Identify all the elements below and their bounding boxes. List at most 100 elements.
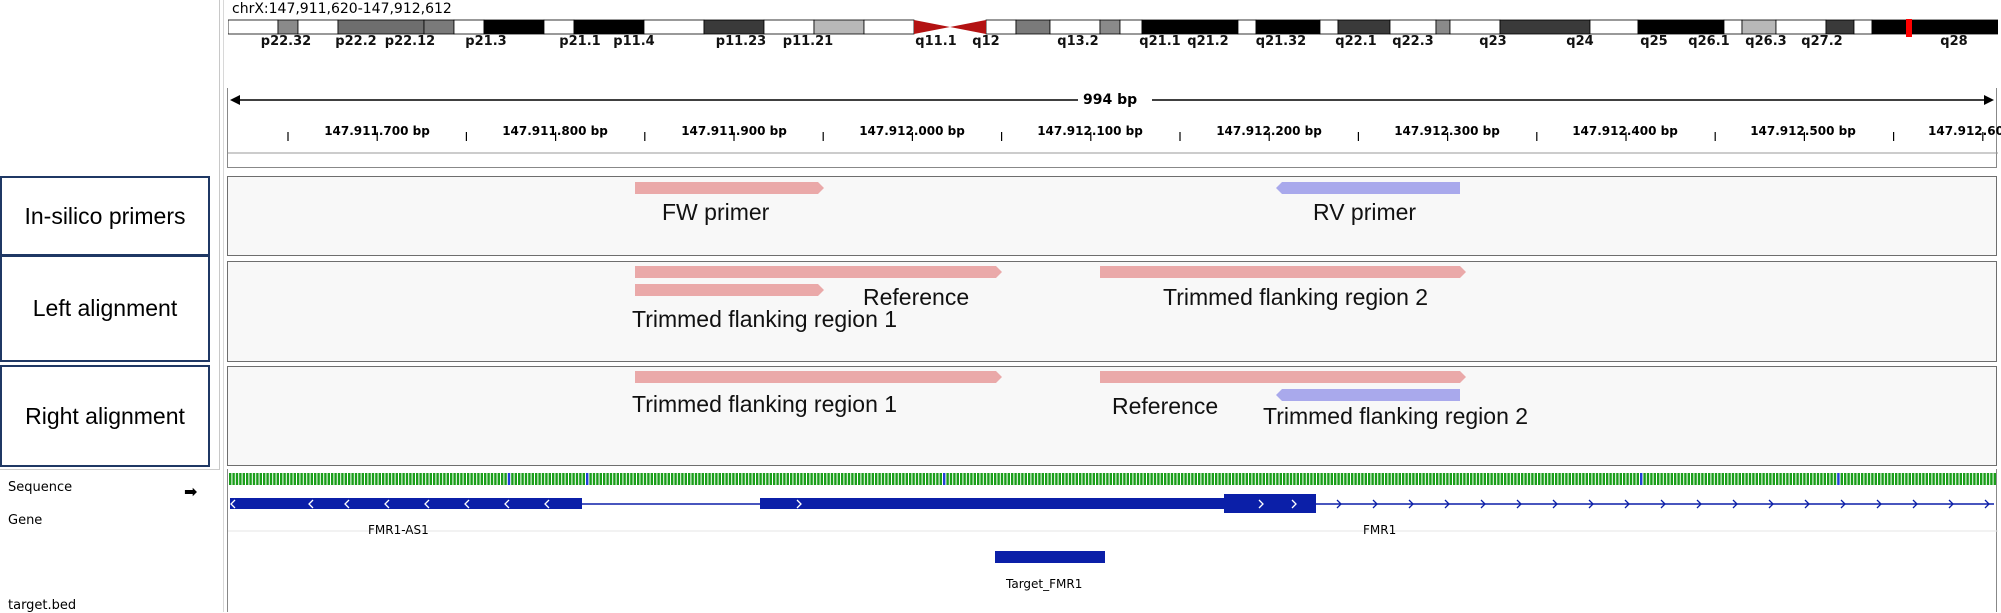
sequence-base xyxy=(657,473,660,485)
chromosome-ideogram[interactable] xyxy=(227,19,1999,37)
sequence-base xyxy=(895,473,898,485)
sequence-base xyxy=(246,473,249,485)
sequence-base xyxy=(800,473,803,485)
sequence-base xyxy=(1830,473,1833,485)
sequence-base xyxy=(586,473,589,485)
sequence-base xyxy=(1796,473,1799,485)
sequence-base xyxy=(1534,473,1537,485)
sequence-base xyxy=(1143,473,1146,485)
centromere-marker xyxy=(914,20,986,34)
sequence-base xyxy=(1881,473,1884,485)
ideogram-band-block xyxy=(573,19,645,35)
sequence-base xyxy=(358,473,361,485)
sequence-base xyxy=(259,473,262,485)
sequence-base xyxy=(314,473,317,485)
sequence-base xyxy=(1833,473,1837,485)
strand-chevron xyxy=(1372,499,1378,509)
bed-track-name[interactable]: target.bed xyxy=(8,598,77,613)
sequence-base xyxy=(990,473,993,485)
strand-arrow-icon[interactable]: ➡ xyxy=(184,482,198,501)
sequence-base xyxy=(1296,473,1299,485)
sequence-base xyxy=(1334,473,1337,485)
ruler-tick-label: 147.911.700 bp xyxy=(324,124,430,138)
ideogram-band-block xyxy=(1853,19,1873,35)
sequence-base xyxy=(1119,473,1123,485)
sequence-base xyxy=(1181,473,1184,485)
sequence-base xyxy=(1439,473,1442,485)
ruler-tick-label: 147.912.000 bp xyxy=(859,124,965,138)
sequence-base xyxy=(1541,473,1544,485)
sequence-base xyxy=(854,473,857,485)
strand-chevron xyxy=(544,499,550,509)
sequence-base xyxy=(626,473,630,485)
sequence-track[interactable] xyxy=(228,473,1998,485)
sequence-base xyxy=(242,473,245,485)
sequence-base xyxy=(837,473,840,485)
sequence-base xyxy=(286,473,290,485)
sequence-base xyxy=(1684,473,1687,485)
sequence-base xyxy=(926,473,929,485)
sequence-base xyxy=(269,473,273,485)
sequence-base xyxy=(1340,473,1344,485)
left-panel-divider[interactable] xyxy=(219,0,220,612)
sequence-base xyxy=(694,473,698,485)
sequence-base xyxy=(1364,473,1367,485)
sequence-base xyxy=(1034,473,1038,485)
sequence-base xyxy=(1157,473,1160,485)
sequence-base xyxy=(1548,473,1551,485)
strand-chevron xyxy=(1624,499,1630,509)
left-alignment-track[interactable]: Reference Trimmed flanking region 1 Trim… xyxy=(227,261,1997,362)
sequence-base xyxy=(1983,473,1986,485)
target-fmr1-feature[interactable] xyxy=(995,551,1105,563)
sequence-base xyxy=(844,473,847,485)
sequence-base xyxy=(409,473,412,485)
sequence-base xyxy=(1289,473,1293,485)
strand-chevron xyxy=(1804,499,1810,509)
sequence-base xyxy=(558,473,562,485)
sequence-base xyxy=(966,473,970,485)
ideogram-band-label: p11.23 xyxy=(715,34,767,49)
ideogram-band-label: q24 xyxy=(1566,34,1594,49)
sequence-base xyxy=(1510,473,1514,485)
sequence-base xyxy=(1745,473,1748,485)
sequence-base xyxy=(1483,473,1486,485)
sequence-track-name[interactable]: Sequence xyxy=(8,480,73,495)
ideogram-band-label: q26.3 xyxy=(1745,34,1787,49)
sequence-base xyxy=(1276,473,1279,485)
target-fmr1-label: Target_FMR1 xyxy=(1006,577,1083,591)
sequence-base xyxy=(878,473,881,485)
ideogram-band-block xyxy=(1119,19,1143,35)
right-alignment-graphic xyxy=(635,371,1466,401)
sequence-base xyxy=(830,473,834,485)
sequence-base xyxy=(361,473,364,485)
sequence-base xyxy=(1626,473,1629,485)
sequence-base xyxy=(504,473,507,485)
sequence-base xyxy=(1436,473,1439,485)
sequence-base xyxy=(936,473,939,485)
gene-track[interactable] xyxy=(228,489,1998,549)
sequence-base xyxy=(1466,473,1469,485)
sequence-base xyxy=(579,473,582,485)
sequence-base xyxy=(1939,473,1942,485)
strand-chevron xyxy=(1258,499,1264,509)
sequence-base xyxy=(293,473,296,485)
primers-track[interactable]: FW primer RV primer xyxy=(227,176,1997,256)
sequence-base xyxy=(1259,473,1262,485)
gene-track-name[interactable]: Gene xyxy=(8,513,43,528)
sequence-base xyxy=(609,473,613,485)
sequence-base xyxy=(1381,473,1384,485)
sequence-base xyxy=(786,473,789,485)
sequence-base xyxy=(280,473,283,485)
sequence-base xyxy=(1660,473,1663,485)
data-tracks-panel[interactable]: FMR1-AS1 FMR1 Target_FMR1 xyxy=(227,469,1998,612)
sequence-base xyxy=(1959,473,1962,485)
sequence-base xyxy=(1320,473,1323,485)
sequence-base xyxy=(497,473,500,485)
sequence-base xyxy=(1844,473,1847,485)
sequence-base xyxy=(307,473,310,485)
sequence-base xyxy=(1133,473,1136,485)
sequence-base xyxy=(1283,473,1286,485)
right-alignment-track[interactable]: Trimmed flanking region 1 Reference Trim… xyxy=(227,366,1997,466)
sequence-base xyxy=(1694,473,1697,485)
